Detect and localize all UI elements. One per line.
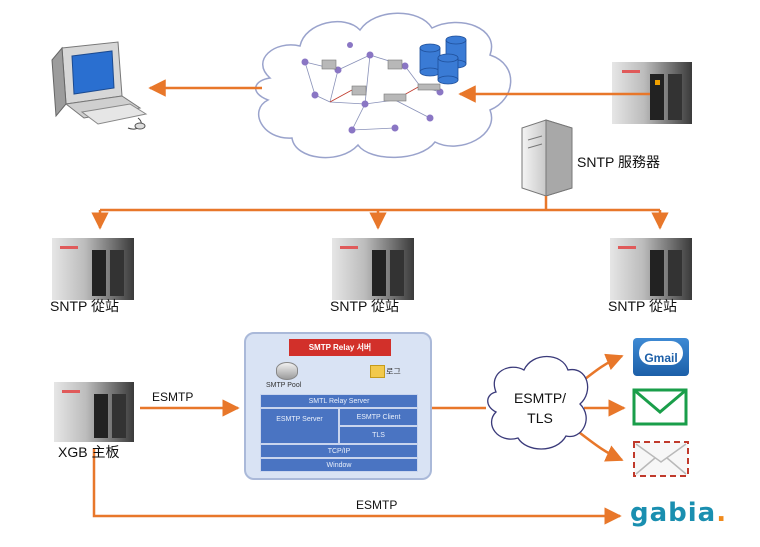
gabia-dot: . bbox=[716, 498, 728, 528]
xgb-main-label: XGB 主板 bbox=[58, 444, 120, 460]
layer-tls: TLS bbox=[339, 426, 418, 444]
layer-relay-server: SMTL Relay Server bbox=[260, 394, 418, 408]
layer-esmtp-client: ESMTP Client bbox=[339, 408, 418, 426]
plc-device-icon bbox=[610, 238, 692, 300]
database-icon bbox=[419, 35, 467, 85]
sntp-slave-right-label: SNTP 從站 bbox=[608, 298, 677, 314]
esmtp-tls-bubble bbox=[487, 356, 589, 450]
log-folder-icon bbox=[370, 365, 385, 378]
smtp-pool-label: SMTP Pool bbox=[266, 382, 302, 389]
gabia-logo: gabia. bbox=[630, 498, 727, 528]
arrow-xgb-to-gabia bbox=[92, 448, 622, 525]
esmtp-bottom-label: ESMTP bbox=[356, 498, 398, 512]
gmail-cloud-shape bbox=[639, 341, 683, 365]
smtp-relay-title: SMTP Relay 서버 bbox=[289, 339, 391, 356]
log-label: 로그 bbox=[386, 367, 401, 376]
esmtp-top-label: ESMTP bbox=[152, 390, 194, 404]
internet-cloud bbox=[255, 12, 512, 159]
smtp-pool-icon bbox=[276, 362, 298, 380]
esmtp-tls-label: ESMTP/ TLS bbox=[513, 390, 567, 426]
plc-device-icon bbox=[52, 238, 134, 300]
smtp-relay-server-box: SMTP Relay 서버 SMTP Pool 로그 SMTL Relay Se… bbox=[244, 332, 432, 480]
sntp-slave-left-label: SNTP 從站 bbox=[50, 298, 119, 314]
layer-tcp-ip: TCP/IP bbox=[260, 444, 418, 458]
gmail-label: Gmail bbox=[644, 351, 678, 365]
gabia-wordmark: gabia bbox=[630, 498, 717, 528]
layer-esmtp-server: ESMTP Server bbox=[260, 408, 339, 444]
mail-green-icon bbox=[632, 388, 688, 426]
gmail-logo-icon: Gmail bbox=[633, 338, 689, 376]
layer-window: Window bbox=[260, 458, 418, 472]
pc-computer-icon bbox=[51, 41, 148, 130]
plc-device-icon bbox=[332, 238, 414, 300]
sntp-server-tower-icon bbox=[521, 119, 573, 197]
envelope-icon bbox=[633, 441, 689, 477]
sntp-slave-center-label: SNTP 從站 bbox=[330, 298, 399, 314]
sntp-server-label: SNTP 服務器 bbox=[577, 154, 660, 170]
plc-device-icon bbox=[54, 382, 134, 442]
